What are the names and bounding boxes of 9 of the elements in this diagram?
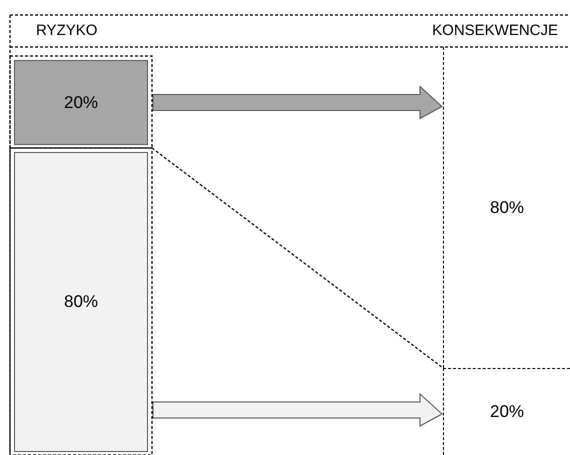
column-heading: KONSEKWENCJE: [432, 22, 558, 39]
percent-text: 20%: [64, 92, 98, 112]
percent-text: 80%: [64, 292, 98, 312]
percent-text: 20%: [490, 402, 524, 422]
block-arrow: [152, 392, 443, 427]
block-arrow: [152, 85, 443, 120]
percent-text: 80%: [490, 198, 524, 218]
column-heading: RYZYKO: [36, 22, 98, 39]
share-region: [443, 368, 570, 455]
